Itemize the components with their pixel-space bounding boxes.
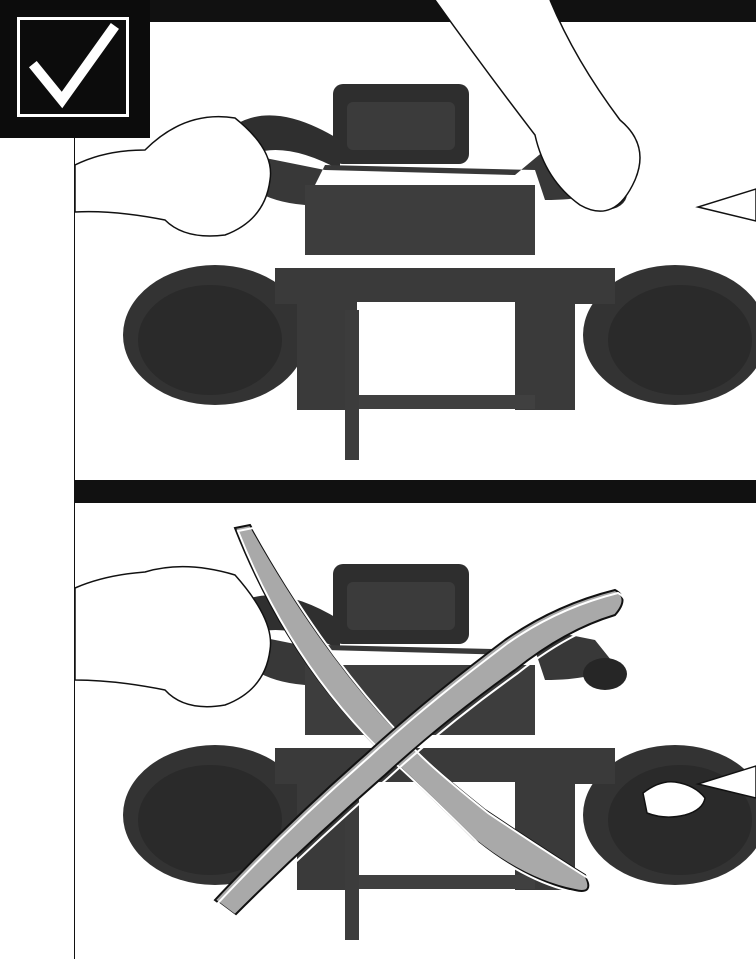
blade	[345, 875, 535, 889]
tool-body	[305, 185, 535, 255]
blade	[345, 395, 535, 409]
callout-pointer-bottom	[690, 752, 756, 812]
shoe	[345, 310, 359, 460]
checkbox-frame	[17, 17, 129, 117]
bandsaw-illustration-correct	[75, 0, 756, 480]
left-hand	[75, 567, 271, 707]
callout-pointer-top	[690, 175, 756, 235]
checkmark-icon	[20, 20, 126, 114]
check-badge	[0, 0, 150, 138]
panel-correct	[74, 0, 756, 480]
front-knob	[583, 658, 627, 690]
bandsaw-illustration-incorrect	[75, 480, 756, 959]
shoe	[345, 790, 359, 940]
panel-incorrect	[74, 480, 756, 959]
